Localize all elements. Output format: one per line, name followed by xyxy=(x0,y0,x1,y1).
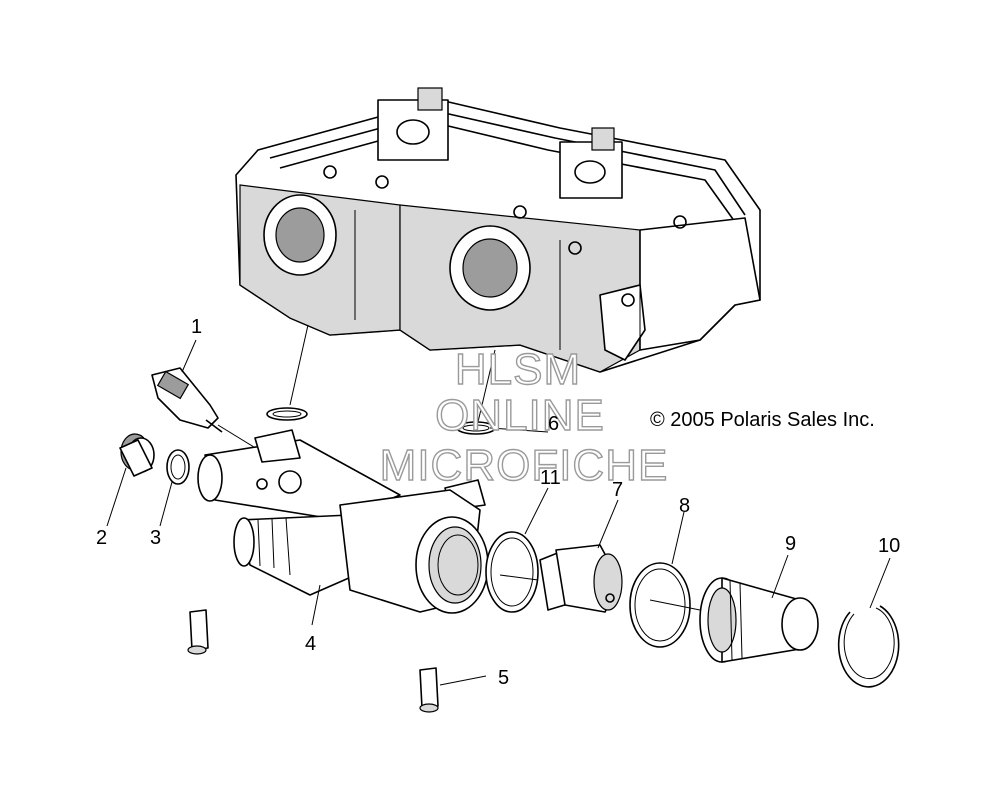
leader-2 xyxy=(106,467,127,527)
callout-2: 2 xyxy=(96,527,107,549)
o-ring-11 xyxy=(485,487,549,613)
callout-4: 4 xyxy=(305,633,316,655)
outlet-fitting xyxy=(699,554,819,663)
callout-5: 5 xyxy=(498,667,509,689)
callout-9: 9 xyxy=(785,533,796,555)
watermark-line-2: ONLINE xyxy=(435,391,605,440)
callout-1: 1 xyxy=(191,316,202,338)
leader-1 xyxy=(181,339,197,373)
gasket-ring xyxy=(629,511,701,648)
callout-6: 6 xyxy=(548,413,559,435)
callout-11: 11 xyxy=(540,467,561,489)
thermostat-housing xyxy=(197,429,489,626)
callout-7: 7 xyxy=(612,479,623,501)
o-ring-upper xyxy=(266,324,309,421)
bolt-lower-left xyxy=(187,609,209,655)
watermark-line-1: HLSM xyxy=(455,345,581,394)
leader-3 xyxy=(159,481,173,527)
callout-3: 3 xyxy=(150,527,161,549)
callout-10: 10 xyxy=(878,535,900,557)
plug-cap xyxy=(119,433,155,477)
temperature-sensor xyxy=(151,367,263,453)
thermostat xyxy=(499,499,623,613)
small-o-ring xyxy=(166,449,190,485)
snap-ring xyxy=(837,557,900,688)
cylinder-head xyxy=(235,87,761,373)
bolt-5 xyxy=(419,667,487,713)
leader-6 xyxy=(489,427,549,433)
callout-8: 8 xyxy=(679,495,690,517)
watermark-line-3: MICROFICHE xyxy=(380,441,669,490)
copyright-text: © 2005 Polaris Sales Inc. xyxy=(650,409,875,431)
